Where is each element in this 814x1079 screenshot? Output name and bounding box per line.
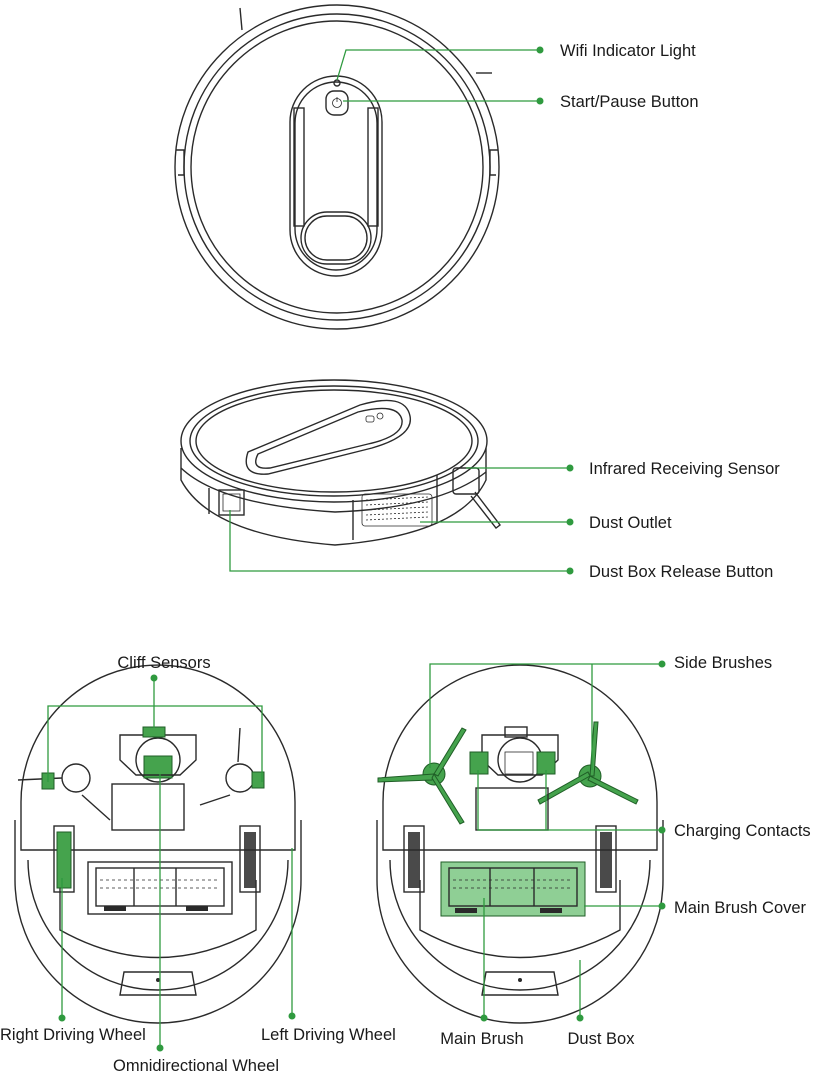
label-right-driving-wheel: Right Driving Wheel	[0, 1026, 146, 1044]
wifi-indicator-dot	[333, 79, 341, 87]
callouts	[47, 46, 666, 1052]
label-side-brushes: Side Brushes	[674, 654, 772, 672]
charging-contact-left	[469, 751, 489, 775]
side-brush-right	[537, 721, 639, 805]
dust-box-release-button[interactable]	[218, 489, 245, 516]
bottom-view-left	[14, 664, 302, 1024]
side-view	[180, 379, 501, 546]
label-wifi-indicator: Wifi Indicator Light	[560, 42, 696, 60]
label-main-brush: Main Brush	[440, 1030, 523, 1048]
label-left-driving-wheel: Left Driving Wheel	[261, 1026, 396, 1044]
label-infrared-sensor: Infrared Receiving Sensor	[589, 460, 780, 478]
top-view	[174, 4, 500, 330]
label-dust-box-release: Dust Box Release Button	[589, 563, 773, 581]
label-start-pause: Start/Pause Button	[560, 93, 699, 111]
bottom-view-right	[376, 664, 664, 1024]
label-dust-box: Dust Box	[568, 1030, 636, 1048]
label-omnidirectional-wheel: Omnidirectional Wheel	[113, 1057, 279, 1075]
label-cliff-sensors: Cliff Sensors	[117, 654, 210, 672]
side-brush-left	[377, 727, 467, 825]
label-charging-contacts: Charging Contacts	[674, 822, 811, 840]
main-brush-cover	[440, 861, 586, 917]
label-dust-outlet: Dust Outlet	[589, 514, 672, 532]
start-pause-button[interactable]	[325, 90, 349, 116]
dust-outlet-grille	[361, 493, 433, 527]
label-main-brush-cover: Main Brush Cover	[674, 899, 807, 917]
